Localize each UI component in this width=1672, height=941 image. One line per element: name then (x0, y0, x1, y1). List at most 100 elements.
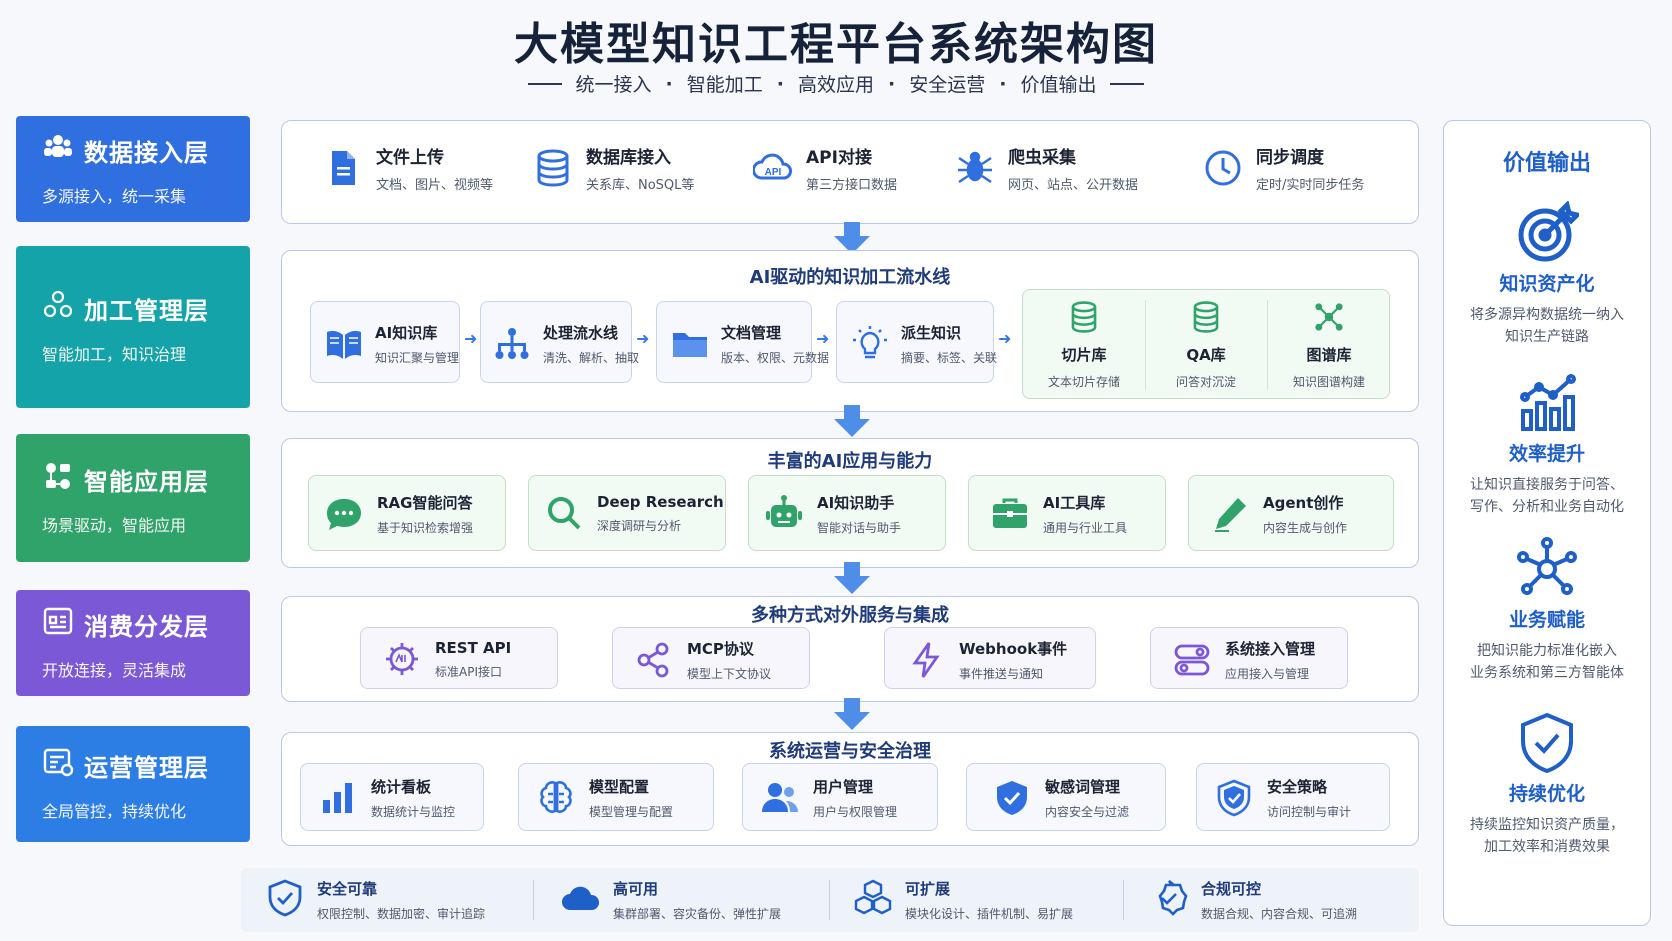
database-icon (1023, 300, 1145, 338)
store-item[interactable]: 切片库 文本切片存储 (1023, 300, 1145, 390)
tagline-dash-right (1110, 82, 1145, 85)
value-item: 业务赋能 把知识能力标准化嵌入业务系统和第三方智能体 (1444, 537, 1650, 684)
svg-text:API: API (765, 167, 782, 178)
value-item: 持续优化 持续监控知识资产质量，加工效率和消费效果 (1444, 711, 1650, 858)
store-item[interactable]: QA库 问答对沉淀 (1145, 300, 1267, 390)
pen-icon (1209, 493, 1251, 535)
app-item[interactable]: AI知识助手智能对话与助手 (748, 475, 946, 551)
users-icon (42, 131, 74, 169)
shield-check-icon (1444, 711, 1650, 779)
tagline-item: 智能加工 (686, 74, 763, 96)
database-icon (532, 147, 574, 189)
layer-title: 运营管理层 (84, 753, 209, 782)
layer-application: 智能应用层 场景驱动，智能应用 (16, 434, 250, 562)
app-item[interactable]: AI工具库通用与行业工具 (968, 475, 1166, 551)
layer-distribution: 消费分发层 开放连接，灵活集成 (16, 590, 250, 696)
arrow-right-icon: ➜ (816, 329, 830, 348)
lightning-icon (905, 639, 947, 681)
footer-divider (829, 880, 830, 920)
footer-bar: 安全可靠权限控制、数据加密、审计追踪 高可用集群部署、容灾备份、弹性扩展 可扩展… (241, 868, 1419, 932)
layer-subtitle: 开放连接，灵活集成 (42, 661, 187, 680)
ingest-item[interactable]: 同步调度定时/实时同步任务 (1202, 143, 1364, 193)
layer-operations: 运营管理层 全局管控，持续优化 (16, 726, 250, 842)
shield-check-icon (1213, 777, 1255, 819)
robot-icon (763, 493, 805, 535)
brain-icon (535, 777, 577, 819)
flow-arrow-icon (834, 405, 870, 437)
ingest-item[interactable]: 数据库接入关系库、NoSQL等 (532, 143, 694, 193)
layer-subtitle: 多源接入，统一采集 (42, 187, 187, 206)
pipeline-step[interactable]: AI知识库知识汇聚与管理 (310, 301, 460, 383)
ingest-panel: 文件上传文档、图片、视频等 数据库接入关系库、NoSQL等 API API对接第… (281, 120, 1419, 224)
tagline: 统一接入· 智能加工· 高效应用· 安全运营· 价值输出 (0, 70, 1672, 97)
bar-chart-icon (317, 777, 359, 819)
knowledge-stores: 切片库 文本切片存储 QA库 问答对沉淀 图谱库 知识图谱构建 (1022, 289, 1390, 399)
switch-icon (1171, 639, 1213, 681)
flow-arrow-icon (834, 698, 870, 730)
pipeline-step[interactable]: 文档管理版本、权限、元数据 (656, 301, 829, 383)
cloud-icon (561, 878, 601, 922)
clock-icon (1202, 147, 1244, 189)
arrow-right-icon: ➜ (464, 329, 478, 348)
book-icon (323, 323, 365, 365)
pipeline-step[interactable]: 派生知识摘要、标签、关联 (836, 301, 997, 383)
footer-item: 高可用集群部署、容灾备份、弹性扩展 (561, 868, 781, 932)
api-cloud-icon: API (752, 147, 794, 189)
target-icon (1444, 200, 1650, 269)
database-icon (1145, 300, 1267, 338)
tagline-item: 安全运营 (909, 74, 986, 96)
ingest-item[interactable]: 文件上传文档、图片、视频等 (322, 143, 493, 193)
footer-divider (533, 880, 534, 920)
service-item[interactable]: 系统接入管理应用接入与管理 (1150, 627, 1348, 689)
ops-item[interactable]: 统计看板数据统计与监控 (300, 763, 484, 831)
chat-icon (323, 493, 365, 535)
share-icon (633, 639, 675, 681)
layer-subtitle: 智能加工，知识治理 (42, 345, 187, 364)
ops-title: 系统运营与安全治理 (769, 741, 931, 762)
ops-item[interactable]: 安全策略访问控制与审计 (1196, 763, 1390, 831)
footer-item: 可扩展模块化设计、插件机制、易扩展 (853, 868, 1073, 932)
layer-title: 智能应用层 (84, 467, 209, 496)
layer-processing: 加工管理层 智能加工，知识治理 (16, 246, 250, 408)
tagline-item: 价值输出 (1020, 74, 1097, 96)
ingest-item[interactable]: API API对接第三方接口数据 (752, 143, 897, 193)
footer-item: 合规可控数据合规、内容合规、可追溯 (1149, 868, 1357, 932)
toolbox-icon (989, 493, 1031, 535)
app-item[interactable]: Agent创作内容生成与创作 (1188, 475, 1394, 551)
users-icon (759, 777, 801, 819)
hub-icon (42, 289, 74, 327)
flow-arrow-icon (834, 222, 870, 254)
growth-chart-icon (1444, 371, 1650, 439)
arrow-right-icon: ➜ (998, 329, 1012, 348)
app-item[interactable]: RAG智能问答基于知识检索增强 (308, 475, 506, 551)
graph-icon (1267, 300, 1391, 338)
footer-item: 安全可靠权限控制、数据加密、审计追踪 (265, 868, 485, 932)
ops-item[interactable]: 用户管理用户与权限管理 (742, 763, 938, 831)
nodes-icon (42, 460, 74, 498)
tagline-item: 高效应用 (797, 74, 874, 96)
layer-subtitle: 全局管控，持续优化 (42, 802, 187, 821)
badge-check-icon (1149, 878, 1189, 922)
ops-item[interactable]: 敏感词管理内容安全与过滤 (966, 763, 1166, 831)
footer-divider (1123, 880, 1124, 920)
ops-item[interactable]: 模型配置模型管理与配置 (518, 763, 714, 831)
shield-icon (265, 878, 305, 922)
store-item[interactable]: 图谱库 知识图谱构建 (1267, 300, 1391, 390)
service-item[interactable]: Webhook事件事件推送与通知 (884, 627, 1096, 689)
search-icon (543, 492, 585, 534)
cubes-icon (853, 878, 893, 922)
pipeline-step[interactable]: 处理流水线清洗、解析、抽取 (480, 301, 639, 383)
layer-subtitle: 场景驱动，智能应用 (42, 516, 187, 535)
service-item[interactable]: MCP协议模型上下文协议 (612, 627, 810, 689)
api-gear-icon (381, 638, 423, 680)
network-icon (1444, 537, 1650, 605)
value-panel: 价值输出 知识资产化 将多源异构数据统一纳入知识生产链路 效率提升 让知识直接服… (1443, 120, 1651, 926)
apps-title: 丰富的AI应用与能力 (767, 451, 933, 472)
page-title: 大模型知识工程平台系统架构图 (514, 19, 1158, 70)
ingest-item[interactable]: 爬虫采集网页、站点、公开数据 (954, 143, 1138, 193)
layer-title: 加工管理层 (84, 296, 209, 325)
services-title: 多种方式对外服务与集成 (751, 605, 949, 626)
